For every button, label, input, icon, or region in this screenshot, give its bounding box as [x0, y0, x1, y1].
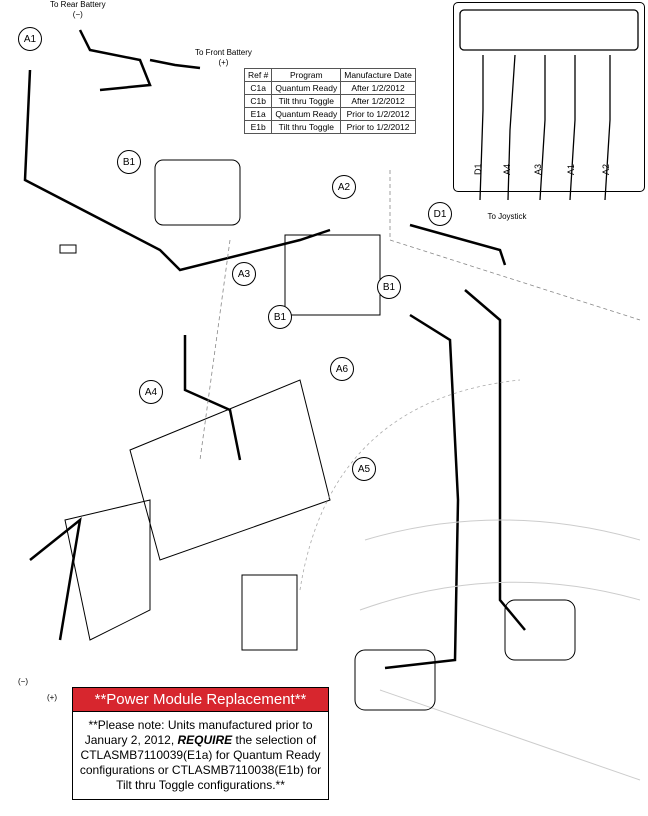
cell: C1b — [243, 94, 273, 108]
seat-bracket — [64, 499, 151, 641]
notice-emphasis: REQUIRE — [177, 733, 233, 747]
inset-label-d1: D1 — [473, 163, 483, 175]
cell: E1a — [243, 107, 273, 121]
harness-a4 — [183, 335, 242, 461]
header-ref: Ref # — [243, 68, 273, 82]
cell: Tilt thru Toggle — [271, 120, 342, 134]
rear-battery-cable — [78, 29, 152, 92]
right-motor — [504, 599, 576, 661]
front-battery-label: To Front Battery(+) — [195, 48, 252, 68]
front-battery-text: To Front Battery — [195, 48, 252, 57]
callout-a4: A4 — [139, 380, 163, 404]
cell: Quantum Ready — [271, 81, 342, 95]
cell: C1a — [243, 81, 273, 95]
notice-text-2: the selection of CTLASMB7110039(E1a) for… — [79, 733, 322, 792]
cell: After 1/2/2012 — [340, 81, 416, 95]
callout-d1: D1 — [428, 202, 452, 226]
main-harness-a1 — [23, 69, 331, 272]
harness-d1 — [409, 223, 507, 266]
notice-text-1: **Please note: Units manufactured prior … — [84, 718, 313, 747]
connector-inset — [453, 2, 645, 192]
front-battery-sign: (+) — [218, 58, 229, 67]
motor-cable — [384, 313, 460, 670]
callout-a1: A1 — [18, 27, 42, 51]
seat-cable — [29, 516, 82, 641]
cell: Quantum Ready — [271, 107, 342, 121]
inset-label-a2: A2 — [601, 163, 611, 175]
callout-b1-bottom: B1 — [268, 305, 292, 329]
inset-label-a3: A3 — [533, 163, 543, 175]
power-module-notice: **Power Module Replacement** **Please no… — [72, 687, 329, 800]
cell: E1b — [243, 120, 273, 134]
joystick-label: To Joystick — [487, 212, 527, 221]
notice-title: **Power Module Replacement** — [73, 688, 328, 712]
plus-terminal-label: (+) — [47, 693, 57, 702]
table-header-row: Ref # Program Manufacture Date — [243, 68, 416, 82]
callout-a2: A2 — [332, 175, 356, 199]
inset-label-a4: A4 — [502, 163, 512, 175]
left-motor — [354, 649, 436, 711]
notice-body: **Please note: Units manufactured prior … — [73, 712, 328, 799]
frame-outline — [359, 519, 641, 781]
callout-a5: A5 — [352, 457, 376, 481]
front-battery-cable — [149, 58, 201, 70]
rear-battery-text: To Rear Battery — [50, 0, 106, 9]
callout-b1-right: B1 — [377, 275, 401, 299]
battery-tray — [129, 379, 331, 561]
inset-connectors — [459, 9, 639, 201]
joystick-cable — [464, 289, 526, 631]
callout-a6: A6 — [330, 357, 354, 381]
callout-a3: A3 — [232, 262, 256, 286]
minus-terminal-label: (−) — [18, 677, 28, 686]
cell: Tilt thru Toggle — [271, 94, 342, 108]
cell: Prior to 1/2/2012 — [340, 120, 416, 134]
mount-plate — [241, 574, 298, 651]
callout-b1-left: B1 — [117, 150, 141, 174]
rear-battery-sign: (−) — [72, 10, 83, 19]
inset-label-a1: A1 — [566, 163, 576, 175]
cell: After 1/2/2012 — [340, 94, 416, 108]
cell: Prior to 1/2/2012 — [340, 107, 416, 121]
header-program: Program — [271, 68, 342, 82]
rear-battery-label: To Rear Battery(−) — [50, 0, 106, 20]
power-module — [154, 159, 241, 226]
mounting-bracket-a6 — [284, 234, 381, 316]
header-date: Manufacture Date — [340, 68, 416, 82]
spacer — [59, 244, 77, 254]
